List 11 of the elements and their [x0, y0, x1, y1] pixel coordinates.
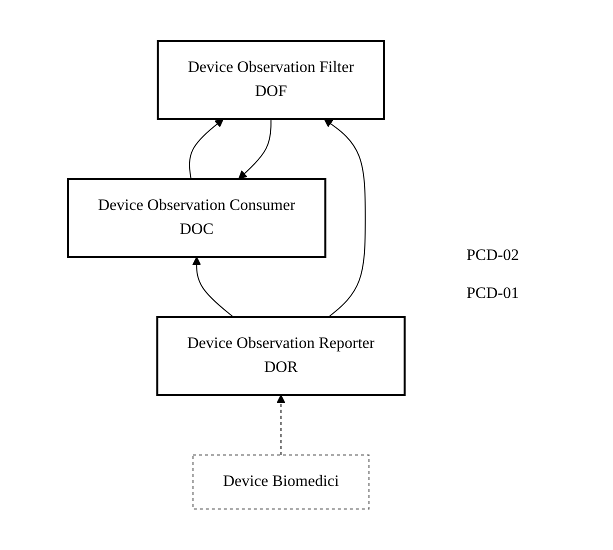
arrow: [324, 118, 366, 318]
arrow: [189, 118, 224, 180]
arrow: [238, 118, 272, 180]
node-box: Device Observation Reporter DOR: [156, 316, 406, 396]
arrow: [192, 256, 234, 318]
node-box: Device Biomedici: [192, 454, 370, 510]
node-box: Device Observation Filter DOF: [157, 40, 386, 120]
interface-label: PCD-02: [466, 247, 520, 265]
node-box: Device Observation Consumer DOC: [67, 178, 326, 258]
arrow: [276, 394, 286, 456]
interface-label: PCD-01: [466, 285, 520, 303]
